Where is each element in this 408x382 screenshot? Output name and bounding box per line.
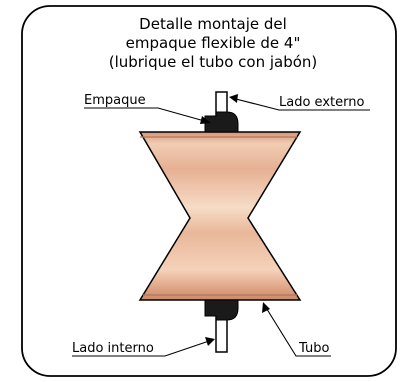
title-line-1: Detalle montaje del xyxy=(139,15,287,33)
label-tube: Tubo xyxy=(298,341,329,356)
leader-gasket xyxy=(84,107,209,123)
arrow-gasket xyxy=(200,116,211,124)
label-outer-side: Lado externo xyxy=(279,95,364,110)
arrow-outer-side xyxy=(229,94,238,103)
leader-tube xyxy=(264,305,331,357)
leader-outer-side xyxy=(231,97,370,111)
leader-inner-side xyxy=(72,339,213,357)
title-line-2: empaque flexible de 4" xyxy=(126,34,301,52)
label-gasket: Empaque xyxy=(84,93,146,108)
arrow-tube xyxy=(262,302,270,313)
label-inner-side: Lado interno xyxy=(72,341,154,356)
tube-body xyxy=(138,131,302,301)
arrow-inner-side xyxy=(205,337,215,346)
title-line-3: (lubrique el tubo con jabón) xyxy=(109,53,318,71)
gasket-bottom xyxy=(204,299,239,321)
gasket-top xyxy=(204,111,239,133)
